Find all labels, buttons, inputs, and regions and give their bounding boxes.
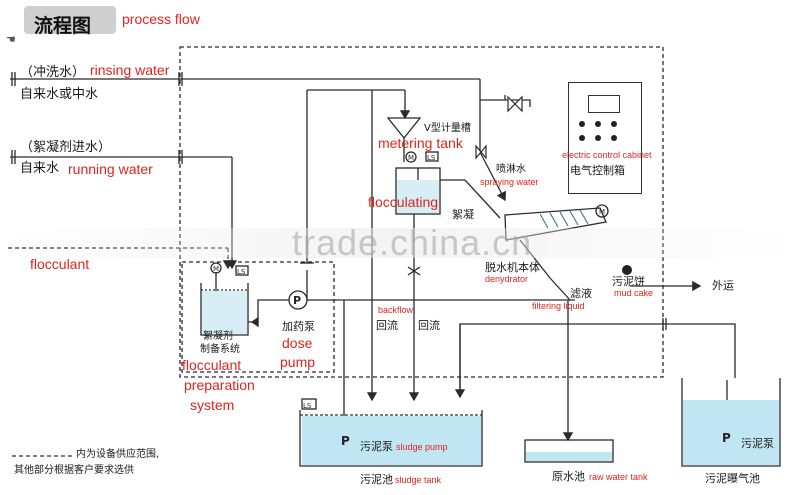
prep-cn-2: 制备系统 <box>200 344 240 355</box>
watermark-band <box>0 228 800 258</box>
supply-boundary <box>179 46 664 378</box>
metering-en: metering tank <box>378 135 463 151</box>
title-badge <box>24 6 116 34</box>
aeration-pump-cn: 污泥泵 <box>741 437 774 450</box>
sludge-tank-wall <box>299 410 483 467</box>
dose-pump-p: P <box>293 294 301 307</box>
cabinet-knob <box>579 121 585 127</box>
dose-pump-en-2: pump <box>280 354 316 370</box>
prep-en-1: flocculant <box>182 357 242 373</box>
backflow-cn-a: 回流 <box>376 319 398 332</box>
raw-water-tank <box>524 439 614 463</box>
title-en: process flow <box>122 11 200 27</box>
spraying-en: spraying water <box>480 177 539 187</box>
dehydrator-en: denydrator <box>485 274 529 284</box>
backflow-en: backflow <box>378 305 414 315</box>
spraying-cn: 喷淋水 <box>496 164 526 175</box>
mud-cake-en: mud cake <box>614 288 654 298</box>
control-cabinet-en: electric control cabinet <box>562 150 652 160</box>
hand-cursor-icon: ☚ <box>6 33 16 46</box>
prep-level-tag: LS <box>237 268 246 276</box>
sludge-pump-en: sludge pump <box>396 442 448 452</box>
coagulant-cn: （絮凝剂进水） <box>20 140 112 155</box>
sludge-level-tag: LS <box>303 402 312 410</box>
coagulant-en: running water <box>68 161 153 177</box>
dose-pump-cn: 加药泵 <box>282 320 315 333</box>
floc-to-dehydrator <box>440 179 501 219</box>
raw-water-en: raw water tank <box>589 472 648 482</box>
cabinet-knob <box>595 135 601 141</box>
control-cabinet-cn: 电气控制箱 <box>570 164 625 177</box>
prep-en-2: preparation <box>184 377 255 393</box>
flocculant-en: flocculant <box>30 256 90 272</box>
electric-control-cabinet <box>568 82 642 194</box>
title-cn: 流程图 <box>34 15 92 37</box>
cabinet-knob <box>611 135 617 141</box>
meter-level-tag: LS <box>427 154 436 162</box>
flocculating-cn: 絮凝 <box>452 208 474 221</box>
legend-line-1: 内为设备供应范围, <box>76 449 160 460</box>
prep-to-pump-line <box>248 299 290 323</box>
prep-system-boundary <box>181 261 335 373</box>
mud-cake-dot <box>622 265 632 275</box>
meter-motor-tag: M <box>408 154 414 162</box>
mud-cake-cn: 污泥饼 <box>612 275 645 288</box>
cabinet-display <box>588 95 620 113</box>
flocculating-en: flocculating <box>368 194 439 210</box>
prep-tank-wall <box>200 283 249 336</box>
dehydrator-cn: 脱水机本体 <box>485 261 540 274</box>
dehydrator-motor-tag: M <box>599 208 605 216</box>
cabinet-knob <box>595 121 601 127</box>
aeration-tank-cn: 污泥曝气池 <box>705 472 760 485</box>
cabinet-knob <box>611 121 617 127</box>
watermark: trade.china.cn <box>292 222 533 263</box>
filtrate-cn: 滤液 <box>570 287 592 300</box>
sludge-tank-cn: 污泥池 <box>360 473 393 486</box>
dose-pump-symbol <box>288 290 308 310</box>
backflow-cn-b: 回流 <box>418 319 440 332</box>
rinsing-source-cn: 自来水或中水 <box>20 87 99 102</box>
prep-en-3: system <box>190 397 235 413</box>
mud-cake-out-cn: 外运 <box>712 279 734 292</box>
prep-motor-tag: M <box>213 265 219 273</box>
metering-cn: V型计量槽 <box>424 123 471 134</box>
rinsing-cn: （冲洗水） <box>20 65 86 80</box>
prep-cn-1: 絮凝剂 <box>203 331 233 342</box>
raw-water-cn: 原水池 <box>552 470 585 483</box>
aeration-return <box>459 323 736 397</box>
sludge-pump-p: P <box>341 434 350 448</box>
sludge-pump-cn: 污泥泵 <box>360 440 393 453</box>
cabinet-knob <box>579 135 585 141</box>
coagulant-source-cn: 自来水 <box>20 161 60 176</box>
dose-pump-en-1: dose <box>282 335 313 351</box>
legend-line-2: 其他部分根据客户要求选供 <box>14 465 134 476</box>
metering-tank-shape <box>386 117 422 140</box>
filtrate-en: filtering liquid <box>532 301 585 311</box>
aeration-pump-p: P <box>722 431 731 445</box>
rinsing-en: rinsing water <box>90 62 170 78</box>
aeration-tank-wall <box>681 378 781 467</box>
sludge-tank-en: sludge tank <box>395 475 442 485</box>
